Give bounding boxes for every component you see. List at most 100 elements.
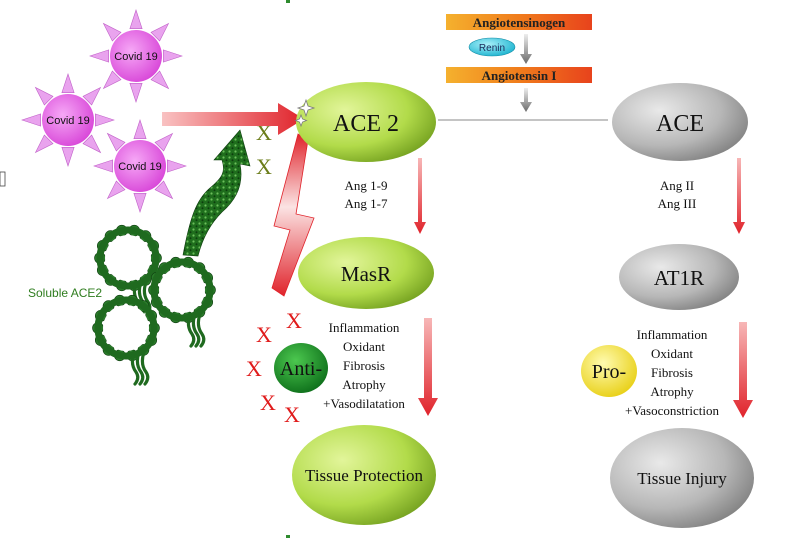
covid-virus-group: Covid 19 Covid 19 Covid 19 <box>21 9 187 213</box>
angiotensinogen-label: Angiotensinogen <box>473 15 566 30</box>
virus-to-ace2-arrow <box>162 103 304 135</box>
pro-label: Pro- <box>592 361 626 383</box>
virus-label: Covid 19 <box>118 161 161 173</box>
at1r-label: AT1R <box>654 266 704 290</box>
covid-virus: Covid 19 <box>93 119 187 213</box>
tissue-injury-node <box>610 428 754 528</box>
virus-spike <box>89 49 109 63</box>
virus-spike <box>154 180 174 200</box>
virus-spike <box>61 147 75 167</box>
pro-effects-list: Inflammation Oxidant Fibrosis Atrophy +V… <box>625 327 719 418</box>
renin-label: Renin <box>479 43 505 54</box>
ring-hole <box>159 267 205 313</box>
covid-virus: Covid 19 <box>89 9 183 103</box>
virus-spike <box>82 134 102 154</box>
ace-to-at1r-arrow <box>733 158 745 234</box>
edge-handle-left <box>0 171 6 187</box>
virus-spike <box>34 86 54 106</box>
block-mark-red: X <box>284 402 300 427</box>
virus-body <box>110 30 162 82</box>
virus-spike <box>102 70 122 90</box>
at1r-to-injury-arrow <box>733 322 753 418</box>
ring-tail <box>196 312 206 348</box>
virus-spike <box>129 9 143 29</box>
virus-label: Covid 19 <box>114 51 157 63</box>
ace2-node <box>296 82 436 162</box>
anti-badge <box>274 343 328 393</box>
virus-body <box>42 94 94 146</box>
block-mark-red: X <box>246 356 262 381</box>
virus-spike <box>34 134 54 154</box>
block-mark-red: X <box>256 322 272 347</box>
soluble-ace2-label: Soluble ACE2 <box>28 286 102 300</box>
ang-ii-label: Ang II <box>660 178 694 193</box>
virus-spike <box>163 49 183 63</box>
ring-tail <box>191 312 201 348</box>
anti-effect-item: +Vasodilatation <box>323 396 405 411</box>
anti-effect-item: Inflammation <box>329 320 400 335</box>
ace2-to-masr-arrow <box>414 158 426 234</box>
pro-effect-item: Fibrosis <box>651 365 693 380</box>
virus-spike <box>106 132 126 152</box>
anti-effect-item: Atrophy <box>342 377 386 392</box>
pro-effect-item: Atrophy <box>650 384 694 399</box>
block-mark-red: X <box>286 308 302 333</box>
anti-effects-list: Inflammation Oxidant Fibrosis Atrophy +V… <box>323 320 405 411</box>
masr-to-protection-arrow <box>418 318 438 416</box>
ring-band <box>96 226 160 290</box>
angiotensin-i-bar <box>446 67 592 83</box>
ang-iii-label: Ang III <box>658 196 697 211</box>
covid-virus: Covid 19 <box>21 73 115 167</box>
ring-tail <box>140 350 150 386</box>
anti-label: Anti- <box>280 358 322 380</box>
virus-spike <box>102 22 122 42</box>
angiotensin-i-label: Angiotensin I <box>482 68 557 83</box>
soluble-ace2-arrow <box>182 129 251 257</box>
block-mark-green-2: X <box>256 154 272 179</box>
block-mark-green-1: X <box>256 120 272 145</box>
ang-1-9-label: Ang 1-9 <box>345 178 388 193</box>
ace-label: ACE <box>656 111 704 137</box>
soluble-ace2-group <box>92 224 216 386</box>
anti-effect-item: Fibrosis <box>343 358 385 373</box>
renin-badge <box>468 37 516 57</box>
tissue-injury-label: Tissue Injury <box>637 469 727 488</box>
pro-effect-item: Inflammation <box>637 327 708 342</box>
angiotensinogen-down-arrow <box>520 34 532 64</box>
tissue-protection-node <box>292 425 436 525</box>
virus-label: Covid 19 <box>46 115 89 127</box>
ace2-inhibition-bolt <box>271 133 315 297</box>
ring-hole <box>105 235 151 281</box>
virus-spike <box>167 159 187 173</box>
virus-spike <box>129 83 143 103</box>
ring-tail <box>130 350 140 386</box>
virus-spike <box>133 119 147 139</box>
virus-body <box>114 140 166 192</box>
edge-marker-bottom <box>286 535 290 538</box>
masr-node <box>298 237 434 309</box>
pro-effect-item: +Vasoconstriction <box>625 403 719 418</box>
anti-effect-item: Oxidant <box>343 339 385 354</box>
virus-spike <box>150 70 170 90</box>
virus-spike <box>133 193 147 213</box>
edge-marker-top <box>286 0 290 3</box>
virus-spike <box>61 73 75 93</box>
ace2-label: ACE 2 <box>333 111 399 137</box>
virus-spike <box>82 86 102 106</box>
virus-spike <box>154 132 174 152</box>
block-mark-red: X <box>260 390 276 415</box>
ang-1-7-label: Ang 1-7 <box>345 196 388 211</box>
angiotensin-i-down-arrow <box>520 88 532 112</box>
pro-badge <box>581 345 637 397</box>
virus-spike <box>150 22 170 42</box>
ace-node <box>612 83 748 161</box>
ring-tail <box>135 350 145 386</box>
virus-spike <box>21 113 41 127</box>
pro-effect-item: Oxidant <box>651 346 693 361</box>
ring-hole <box>103 305 149 351</box>
angiotensinogen-bar <box>446 14 592 30</box>
tissue-protection-label: Tissue Protection <box>305 466 423 485</box>
virus-spike <box>95 113 115 127</box>
